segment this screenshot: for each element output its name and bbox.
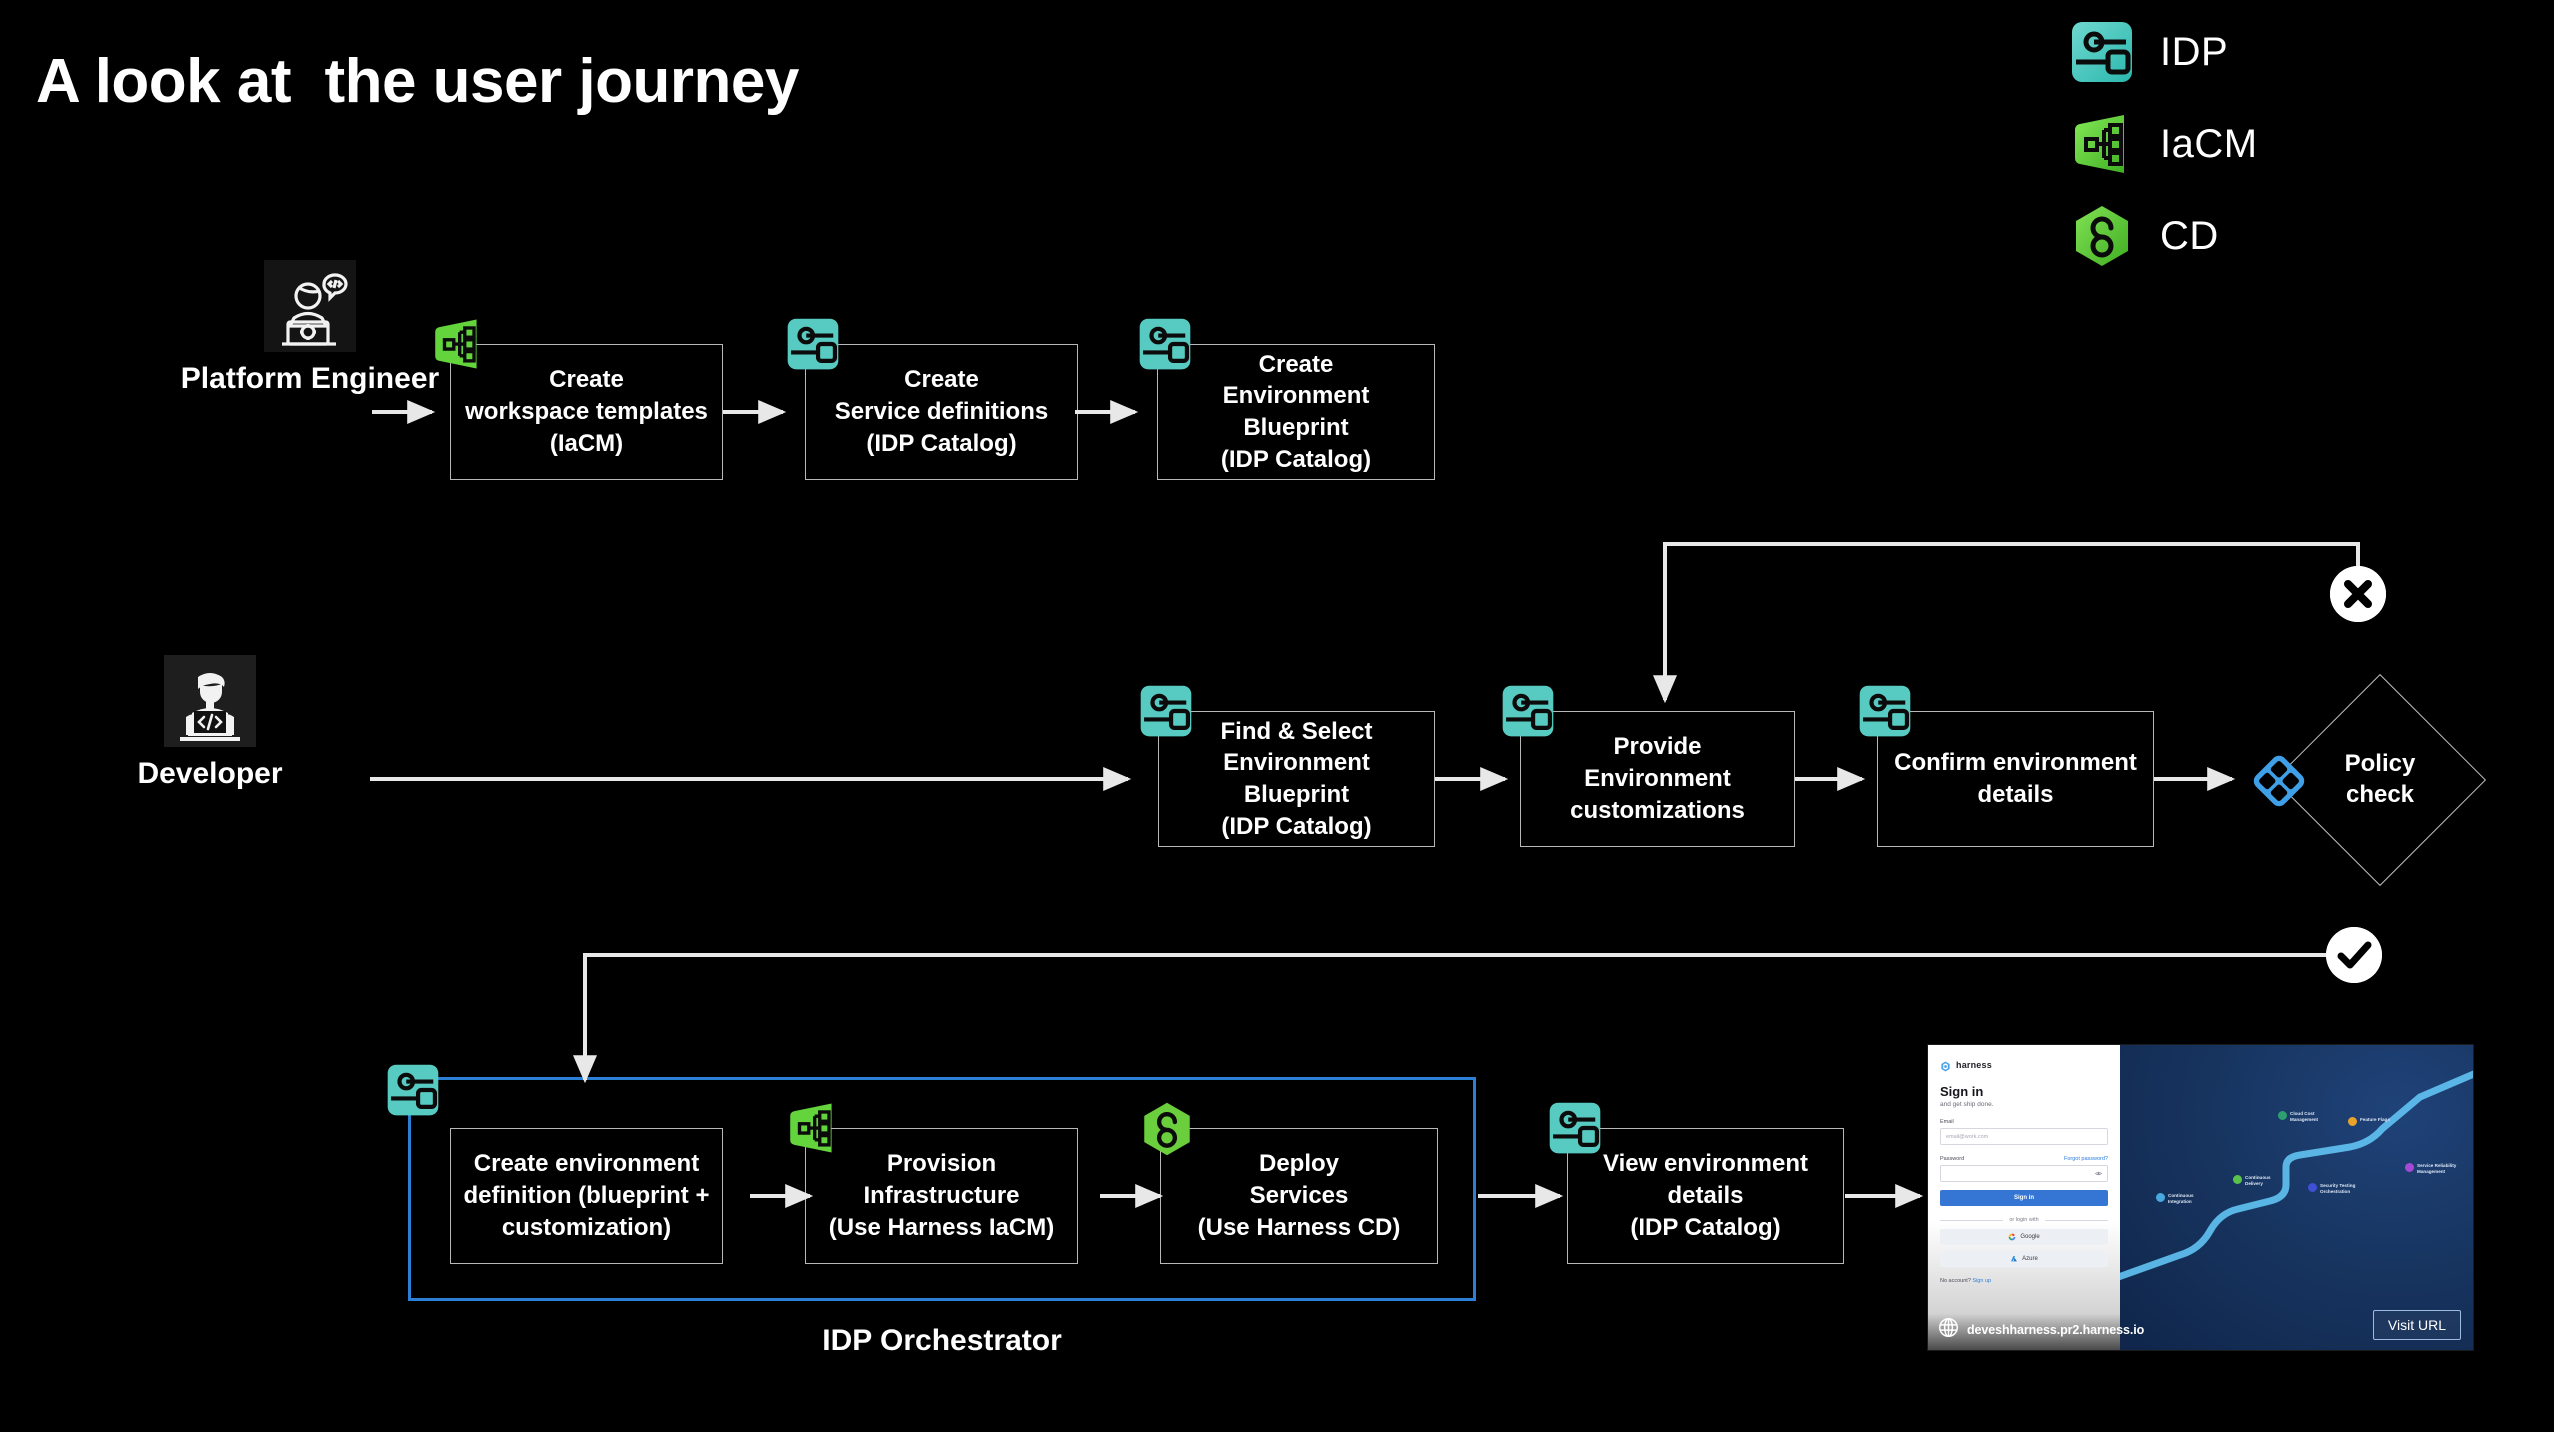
oauth-google-label: Google <box>2020 1234 2040 1240</box>
ccm-dot-icon <box>2278 1111 2287 1120</box>
eye-icon[interactable] <box>2094 1170 2103 1177</box>
idp-module-icon <box>1858 684 1912 738</box>
decision-policy-check[interactable]: Policy check <box>2250 650 2510 910</box>
email-label: Email <box>1940 1119 1954 1125</box>
password-field[interactable] <box>1940 1165 2108 1182</box>
policy-check-icon <box>2251 753 2307 809</box>
step-label: Create Service definitions (IDP Catalog) <box>834 366 1049 457</box>
visit-url-button[interactable]: Visit URL <box>2372 1310 2461 1340</box>
signup-row: No account? Sign up <box>1940 1278 2108 1284</box>
journey-node-ff: Feature Flags <box>2348 1117 2390 1126</box>
idp-module-icon <box>1548 1101 1602 1155</box>
legend-label-idp: IDP <box>2160 29 2229 74</box>
idp-module-icon <box>786 317 840 371</box>
divider-line-right <box>2044 1219 2109 1221</box>
step-label: Create environment definition (blueprint… <box>463 1150 710 1241</box>
journey-illustration-panel: Continuous Integration Continuous Delive… <box>2120 1045 2473 1350</box>
legend-item-idp: IDP <box>2070 6 2490 98</box>
module-legend: IDP IaCM <box>2070 6 2490 282</box>
signin-panel: harness Sign in and get ship done. Email… <box>1928 1045 2120 1350</box>
step-confirm-environment-details[interactable]: Confirm environment details <box>1859 685 2154 847</box>
persona-platform-engineer: Platform Engineer <box>167 260 453 396</box>
step-label: View environment details (IDP Catalog) <box>1603 1150 1808 1241</box>
google-icon <box>2008 1233 2016 1241</box>
journey-node-sto: Security Testing Orchestration <box>2308 1183 2355 1194</box>
oauth-divider: or login with <box>1940 1217 2109 1223</box>
azure-icon <box>2010 1255 2018 1263</box>
step-label: Provision Infrastructure (Use Harness Ia… <box>828 1150 1055 1241</box>
reject-x-icon <box>2330 566 2386 622</box>
srm-dot-icon <box>2405 1163 2414 1172</box>
legend-label-cd: CD <box>2160 213 2219 258</box>
step-deploy-services[interactable]: Deploy Services (Use Harness CD) <box>1144 1102 1438 1264</box>
step-create-workspace-templates[interactable]: Create workspace templates (IaCM) <box>435 319 723 480</box>
journey-node-label: Continuous Delivery <box>2245 1175 2271 1186</box>
signin-heading: Sign in <box>1940 1084 1984 1099</box>
forgot-password-link[interactable]: Forgot password? <box>2063 1156 2108 1162</box>
step-label: Create Environment Blueprint (IDP Catalo… <box>1220 350 1372 473</box>
password-label: Password <box>1940 1156 1965 1162</box>
preview-url-text: deveshharness.pr2.harness.io <box>1967 1323 2145 1337</box>
legend-label-iacm: IaCM <box>2160 121 2258 166</box>
cd-module-icon <box>2070 204 2134 268</box>
iacm-module-icon <box>2070 112 2134 176</box>
journey-node-label: Cloud Cost Management <box>2290 1111 2319 1122</box>
idp-module-icon <box>1501 684 1555 738</box>
step-provide-environment-customizations[interactable]: Provide Environment customizations <box>1502 685 1795 847</box>
persona-label-developer: Developer <box>137 757 283 790</box>
signup-prompt: No account? <box>1940 1278 1971 1284</box>
journey-node-ccm: Cloud Cost Management <box>2278 1111 2318 1122</box>
platform-engineer-avatar-icon <box>264 260 356 352</box>
step-find-select-environment-blueprint[interactable]: Find & Select Environment Blueprint (IDP… <box>1140 685 1435 847</box>
idp-orchestrator-label: IDP Orchestrator <box>822 1324 1062 1357</box>
journey-node-cd: Continuous Delivery <box>2233 1175 2271 1186</box>
persona-label-platform-engineer: Platform Engineer <box>180 362 440 395</box>
harness-signin-preview-card[interactable]: harness Sign in and get ship done. Email… <box>1928 1045 2473 1350</box>
oauth-azure-button[interactable]: Azure <box>1940 1251 2108 1267</box>
email-field[interactable]: email@work.com <box>1940 1128 2108 1145</box>
step-label: Confirm environment details <box>1894 749 2137 808</box>
journey-node-srm: Service Reliability Management <box>2405 1163 2456 1174</box>
approve-check-icon <box>2326 927 2382 983</box>
globe-icon <box>1938 1317 1959 1343</box>
oauth-google-button[interactable]: Google <box>1940 1229 2108 1245</box>
decision-label: Policy check <box>2344 750 2416 809</box>
sto-dot-icon <box>2308 1183 2317 1192</box>
developer-avatar-icon <box>164 655 256 747</box>
step-create-environment-definition[interactable]: Create environment definition (blueprint… <box>450 1128 723 1264</box>
journey-node-label: Security Testing Orchestration <box>2320 1183 2356 1194</box>
harness-wordmark: harness <box>1956 1059 1992 1070</box>
divider-label: or login with <box>2009 1217 2039 1223</box>
journey-path <box>2120 1070 2473 1281</box>
ci-dot-icon <box>2156 1193 2165 1202</box>
signin-submit-button[interactable]: Sign in <box>1940 1190 2108 1206</box>
harness-logo-icon <box>1940 1059 1951 1072</box>
step-create-environment-blueprint[interactable]: Create Environment Blueprint (IDP Catalo… <box>1139 318 1435 480</box>
ff-dot-icon <box>2348 1117 2357 1126</box>
signin-subheading: and get ship done. <box>1940 1101 1994 1108</box>
legend-item-iacm: IaCM <box>2070 98 2490 190</box>
journey-node-ci: Continuous Integration <box>2156 1193 2194 1204</box>
preview-url-bar: deveshharness.pr2.harness.io <box>1928 1310 2144 1350</box>
step-create-service-definitions[interactable]: Create Service definitions (IDP Catalog) <box>787 318 1078 480</box>
divider-line-left <box>1940 1219 2004 1221</box>
idp-module-icon <box>2070 20 2134 84</box>
oauth-azure-label: Azure <box>2022 1256 2038 1262</box>
page-title: A look at the user journey <box>36 47 799 116</box>
legend-item-cd: CD <box>2070 190 2490 282</box>
harness-logo: harness <box>1940 1059 2108 1072</box>
journey-node-label: Feature Flags <box>2360 1117 2390 1122</box>
step-label: Find & Select Environment Blueprint (IDP… <box>1220 717 1373 840</box>
step-view-environment-details[interactable]: View environment details (IDP Catalog) <box>1549 1102 1844 1264</box>
persona-developer: Developer <box>100 655 320 791</box>
step-label: Deploy Services (Use Harness CD) <box>1197 1150 1401 1241</box>
step-label: Provide Environment customizations <box>1570 733 1745 824</box>
journey-node-label: Service Reliability Management <box>2417 1163 2457 1174</box>
journey-node-label: Continuous Integration <box>2168 1193 2194 1204</box>
cd-dot-icon <box>2233 1175 2242 1184</box>
signup-link[interactable]: Sign up <box>1972 1278 1992 1284</box>
step-provision-infrastructure[interactable]: Provision Infrastructure (Use Harness Ia… <box>790 1103 1078 1264</box>
email-placeholder: email@work.com <box>1946 1133 1989 1140</box>
step-label: Create workspace templates (IaCM) <box>465 366 708 457</box>
